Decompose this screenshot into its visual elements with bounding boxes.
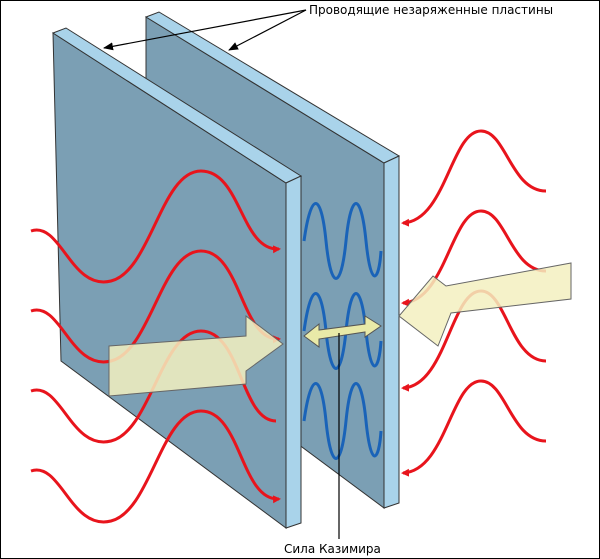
external-wave bbox=[30, 409, 281, 524]
external-pressure-arrow-left bbox=[108, 314, 284, 397]
casimir-force-arrow bbox=[303, 315, 382, 348]
internal-wave bbox=[302, 202, 383, 280]
front-plate bbox=[51, 27, 303, 529]
plates-label: Проводящие незаряженные пластины bbox=[309, 3, 554, 17]
external-wave bbox=[30, 169, 281, 284]
casimir-force-label: Сила Казимира bbox=[284, 542, 381, 556]
external-wave bbox=[401, 129, 547, 227]
internal-wave bbox=[302, 382, 383, 460]
external-pressure-arrow-right bbox=[398, 262, 572, 347]
external-wave bbox=[401, 379, 547, 477]
external-wave bbox=[30, 249, 281, 364]
leader-lines bbox=[103, 9, 340, 539]
